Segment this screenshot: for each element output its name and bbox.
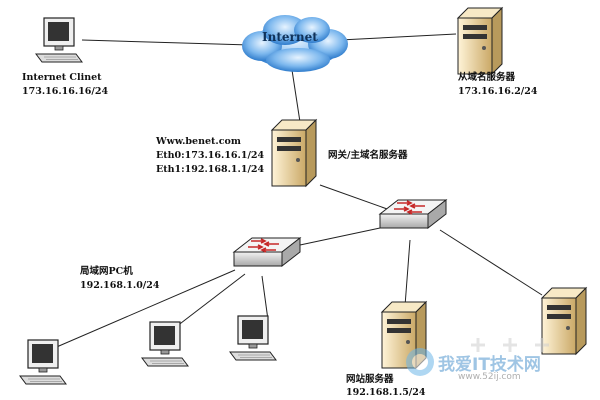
link-internet-gateway: [291, 69, 301, 123]
internet-client-name: Internet Clinet: [22, 72, 102, 83]
link-internet-slave-dns: [339, 33, 457, 41]
link-core-access-switch: [299, 227, 381, 246]
lan-pc-1-icon: [19, 339, 67, 385]
link-core-right-server: [439, 229, 543, 296]
gateway-name: 网关/主域名服务器: [328, 150, 408, 161]
link-access-pc-2: [167, 273, 246, 334]
core-switch-icon: [379, 199, 447, 229]
web-server-address: 192.168.1.5/24: [346, 387, 426, 398]
watermark-title: 我爱IT技术网: [438, 355, 541, 375]
link-core-web-server: [404, 239, 411, 307]
lan-pc-2-icon: [141, 321, 189, 367]
internet-cloud-label: Internet: [262, 30, 318, 44]
link-gateway-core-switch: [319, 184, 391, 211]
lan-pcs-name: 局域网PC机: [80, 266, 133, 277]
lan-pcs-address: 192.168.1.0/24: [80, 280, 160, 291]
watermark-logo-icon: [406, 338, 549, 376]
lan-pc-3-icon: [229, 315, 277, 361]
link-access-pc-3: [261, 275, 269, 321]
internet-client-address: 173.16.16.16/24: [22, 86, 109, 97]
watermark-url: www.52ij.com: [458, 372, 521, 382]
internet-cloud-icon: [242, 15, 348, 72]
slave-dns-name: 从域名服务器: [458, 72, 516, 83]
internet-client-pc-icon: [35, 17, 83, 63]
link-access-pc-1: [44, 269, 236, 353]
slave-dns-server-icon: [457, 7, 503, 75]
slave-dns-address: 173.16.16.2/24: [458, 86, 538, 97]
gateway-hostname: Www.benet.com: [156, 136, 241, 147]
gateway-eth1: Eth1:192.168.1.1/24: [156, 164, 265, 175]
web-server-name: 网站服务器: [346, 374, 394, 385]
access-switch-icon: [233, 237, 301, 267]
gateway-server-icon: [271, 119, 317, 187]
link-client-internet: [81, 39, 251, 46]
gateway-eth0: Eth0:173.16.16.1/24: [156, 150, 265, 161]
